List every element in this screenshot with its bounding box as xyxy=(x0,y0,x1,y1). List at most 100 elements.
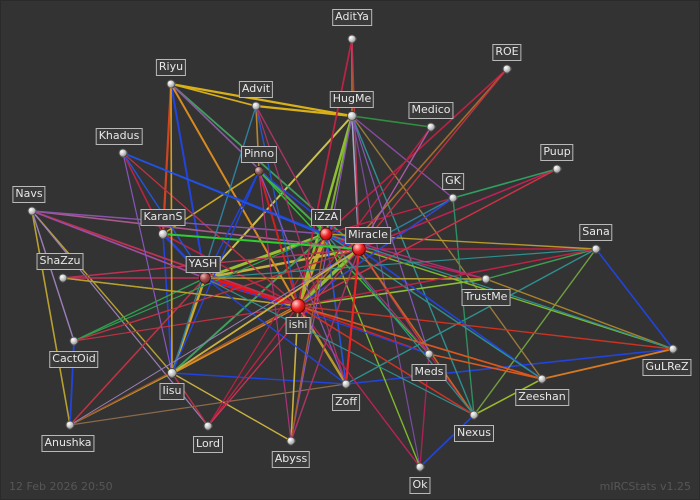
graph-node-iisu[interactable] xyxy=(167,368,177,378)
node-label-pinno[interactable]: Pinno xyxy=(240,146,278,163)
graph-edge xyxy=(31,210,75,342)
graph-node-izza[interactable] xyxy=(319,227,333,241)
node-label-navs[interactable]: Navs xyxy=(12,186,46,203)
graph-edge xyxy=(204,248,597,279)
node-label-abyss[interactable]: Abyss xyxy=(271,451,311,468)
graph-node-zeeshan[interactable] xyxy=(537,374,547,384)
graph-edge xyxy=(171,372,347,385)
graph-node-cactoid[interactable] xyxy=(69,336,79,346)
graph-edge xyxy=(325,233,543,380)
graph-edge xyxy=(297,126,432,307)
graph-node-gulrez[interactable] xyxy=(668,344,678,354)
node-label-trustme[interactable]: TrustMe xyxy=(461,289,511,306)
node-label-hugme[interactable]: HugMe xyxy=(329,91,375,108)
graph-node-nexus[interactable] xyxy=(469,410,479,420)
graph-edge xyxy=(258,170,299,307)
node-label-khadus[interactable]: Khadus xyxy=(95,128,143,145)
graph-edge xyxy=(255,105,299,307)
graph-node-trustme[interactable] xyxy=(481,274,491,284)
node-label-shazzu[interactable]: ShaZzu xyxy=(36,253,84,270)
graph-edge xyxy=(297,168,558,307)
node-label-zeeshan[interactable]: Zeeshan xyxy=(515,389,569,406)
graph-edge xyxy=(62,277,299,307)
graph-node-ok[interactable] xyxy=(415,462,425,472)
node-label-nexus[interactable]: Nexus xyxy=(453,425,495,442)
graph-edge xyxy=(290,233,327,442)
graph-node-medico[interactable] xyxy=(426,122,436,132)
node-label-gk[interactable]: GK xyxy=(442,173,464,190)
graph-node-anushka[interactable] xyxy=(65,420,75,430)
node-label-meds[interactable]: Meds xyxy=(411,364,447,381)
graph-node-karans[interactable] xyxy=(158,229,168,239)
node-label-lord[interactable]: Lord xyxy=(193,436,223,453)
node-label-miracle[interactable]: Miracle xyxy=(345,227,391,244)
graph-edge xyxy=(73,305,299,342)
graph-edge xyxy=(473,248,597,416)
graph-node-roe[interactable] xyxy=(502,64,512,74)
graph-edge xyxy=(297,305,674,350)
graph-edge xyxy=(170,83,257,107)
graph-edge xyxy=(73,248,360,342)
graph-edge xyxy=(122,152,173,374)
graph-node-zoff[interactable] xyxy=(341,379,351,389)
graph-node-gk[interactable] xyxy=(448,193,458,203)
graph-node-ishi[interactable] xyxy=(290,298,306,314)
graph-edge xyxy=(290,248,360,442)
graph-edge xyxy=(452,197,475,416)
node-label-riyu[interactable]: Riyu xyxy=(155,59,187,76)
graph-edge xyxy=(73,277,206,342)
node-label-aditya[interactable]: AditYa xyxy=(332,9,372,26)
graph-edge xyxy=(296,247,361,308)
node-label-medico[interactable]: Medico xyxy=(408,102,454,119)
node-label-cactoid[interactable]: CactOid xyxy=(49,351,99,368)
node-label-iisu[interactable]: Iisu xyxy=(159,383,185,400)
graph-edge xyxy=(31,210,173,374)
graph-edge xyxy=(297,248,597,307)
node-label-roe[interactable]: ROE xyxy=(492,44,522,61)
graph-edge xyxy=(297,305,543,380)
node-label-anushka[interactable]: Anushka xyxy=(41,435,95,452)
graph-edge xyxy=(171,372,292,442)
graph-node-lord[interactable] xyxy=(203,421,213,431)
graph-edge xyxy=(297,278,487,307)
graph-edge xyxy=(31,210,299,307)
graph-edge xyxy=(345,248,360,385)
node-label-gulrez[interactable]: GuLReZ xyxy=(642,359,692,376)
graph-edge xyxy=(351,38,360,250)
graph-node-khadus[interactable] xyxy=(118,148,128,158)
graph-node-aditya[interactable] xyxy=(347,34,357,44)
node-label-puup[interactable]: Puup xyxy=(540,144,574,161)
graph-edge xyxy=(162,233,173,374)
node-label-ishi[interactable]: ishi xyxy=(285,317,311,334)
graph-edge xyxy=(204,277,475,416)
graph-node-riyu[interactable] xyxy=(166,79,176,89)
graph-edge xyxy=(595,248,674,350)
node-label-yash[interactable]: YASH xyxy=(185,256,221,273)
graph-edge xyxy=(162,233,360,250)
graph-node-hugme[interactable] xyxy=(347,111,357,121)
graph-edge xyxy=(351,115,543,380)
node-label-karans[interactable]: KaranS xyxy=(140,209,186,226)
graph-node-shazzu[interactable] xyxy=(58,273,68,283)
graph-node-puup[interactable] xyxy=(552,164,562,174)
node-label-ok[interactable]: Ok xyxy=(409,477,431,494)
graph-node-navs[interactable] xyxy=(27,206,37,216)
graph-edge xyxy=(204,277,430,355)
graph-node-pinno[interactable] xyxy=(254,166,264,176)
graph-edge xyxy=(452,168,558,199)
graph-node-yash[interactable] xyxy=(199,272,211,284)
node-label-advit[interactable]: Advit xyxy=(238,81,274,98)
node-label-zoff[interactable]: Zoff xyxy=(332,394,360,411)
graph-node-miracle[interactable] xyxy=(352,242,366,256)
node-label-izza[interactable]: iZzA xyxy=(311,209,341,226)
graph-edge xyxy=(162,233,299,307)
node-label-sana[interactable]: Sana xyxy=(579,224,613,241)
graph-edge xyxy=(204,115,353,279)
graph-node-advit[interactable] xyxy=(251,101,261,111)
graph-node-meds[interactable] xyxy=(424,349,434,359)
graph-node-abyss[interactable] xyxy=(286,436,296,446)
graph-edge xyxy=(31,210,71,426)
graph-edge xyxy=(258,170,347,385)
graph-node-sana[interactable] xyxy=(591,244,601,254)
graph-edge xyxy=(485,278,674,350)
